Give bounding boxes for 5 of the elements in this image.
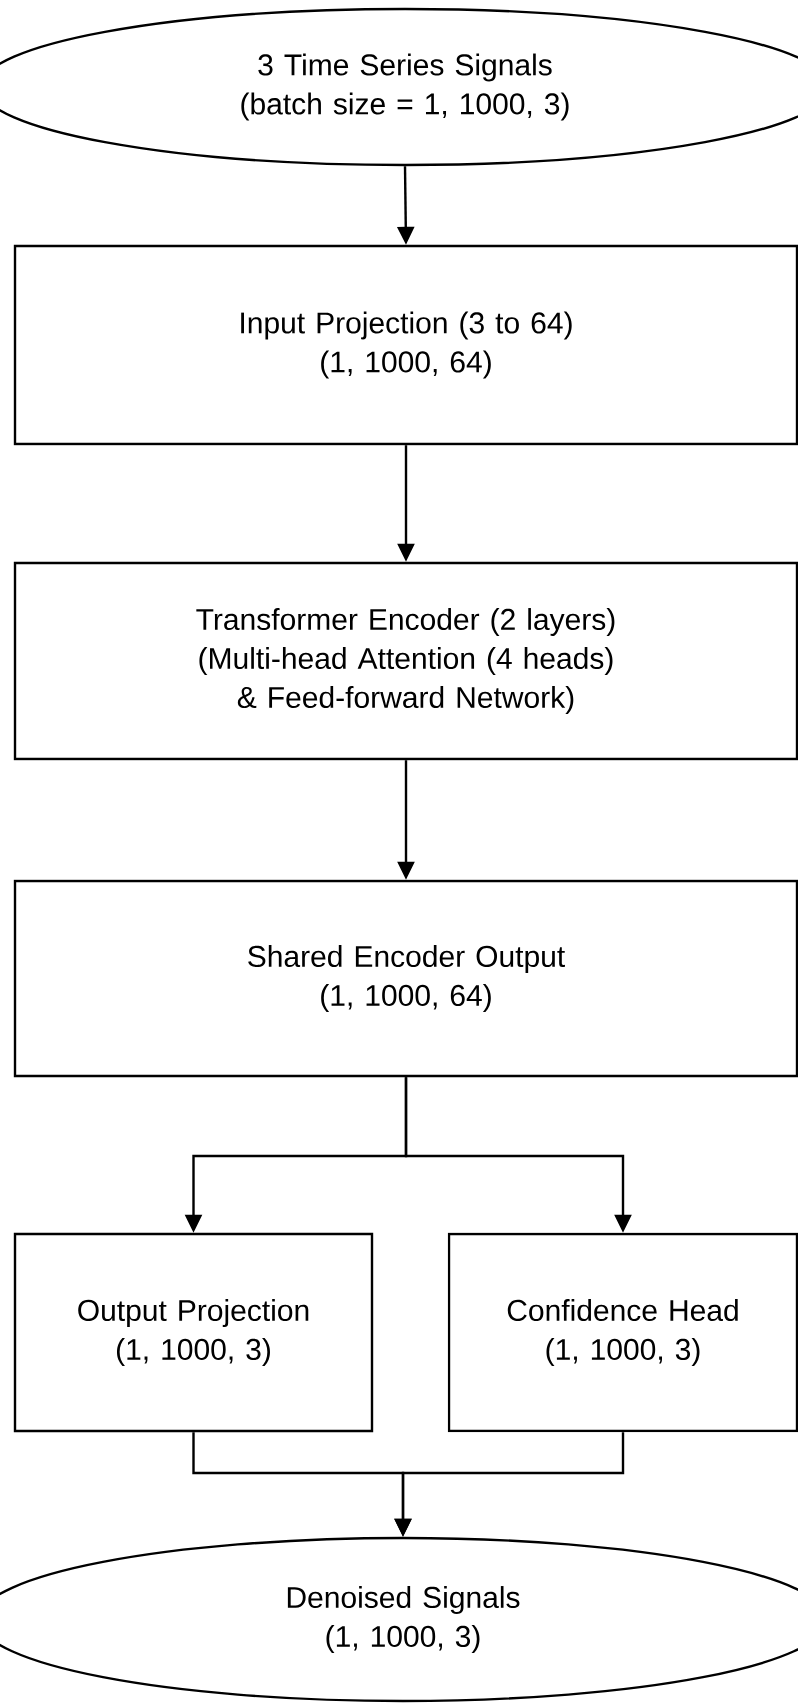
process-box: Shared Encoder Output (1, 1000, 64) <box>13 879 798 1078</box>
process-box: Input Projection (3 to 64) (1, 1000, 64) <box>13 244 798 446</box>
process-box: Transformer Encoder (2 layers) (Multi-head Attention (4 heads) & Feed-forward Network) <box>13 561 798 761</box>
process-box: Confidence Head (1, 1000, 3) <box>447 1232 798 1433</box>
process-box: Output Projection (1, 1000, 3) <box>13 1232 374 1433</box>
